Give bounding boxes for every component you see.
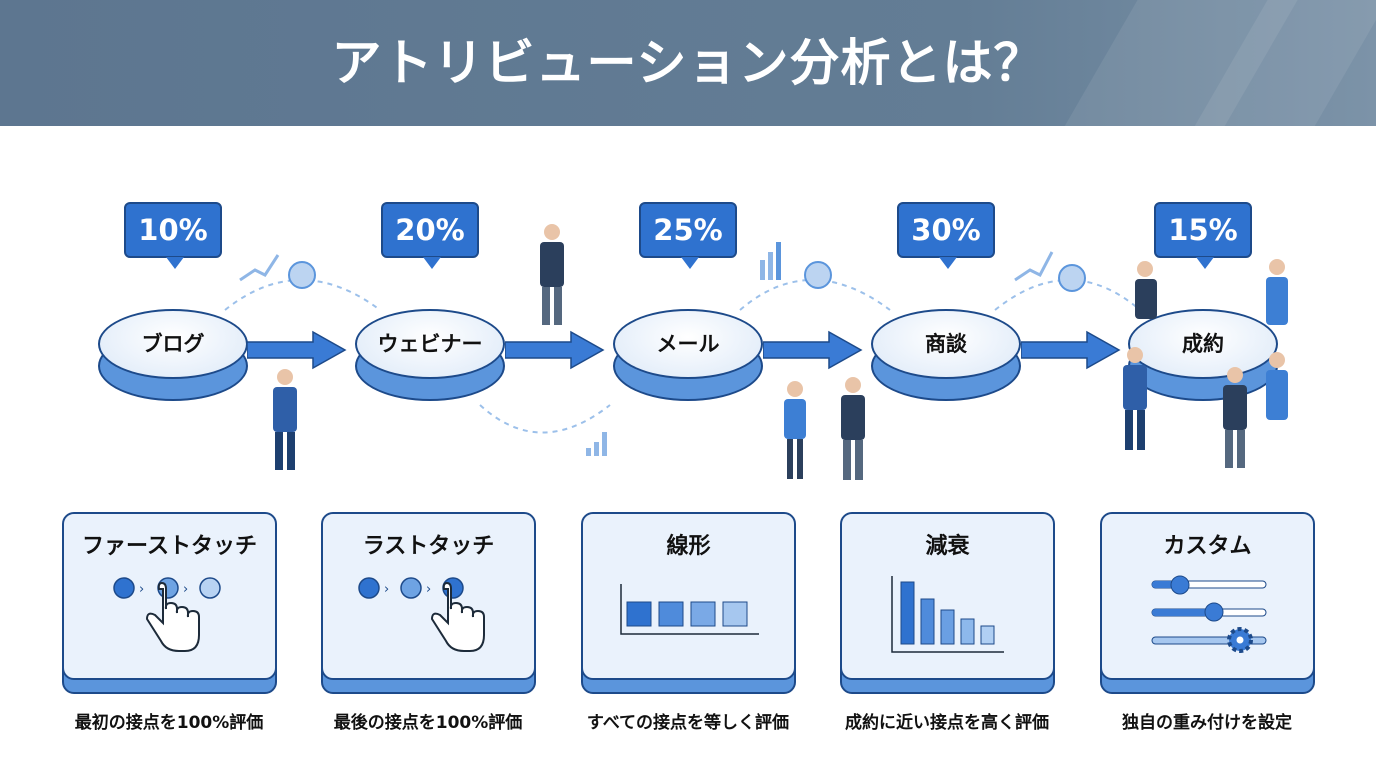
gear-icon: [1227, 627, 1253, 653]
model-caption: すべての接点を等しく評価: [586, 713, 790, 733]
businesspeople-figures: [784, 377, 865, 480]
touchpoint-webinar: ウェビナー: [355, 309, 505, 405]
flow-arrow-icon: [247, 330, 347, 370]
linear-bars-icon: [620, 584, 759, 635]
model-card-linear: 線形: [581, 512, 796, 694]
touchpoint-label: 商談: [871, 309, 1021, 379]
percent-bubble-email: 25%: [639, 202, 737, 269]
touchpoint-label: 成約: [1128, 309, 1278, 379]
percent-bubble-meeting: 30%: [897, 202, 995, 269]
flow-arrow-icon: [1021, 330, 1121, 370]
model-title: ファーストタッチ: [82, 534, 257, 559]
team-figures: [1123, 259, 1288, 468]
pie-chart-icon: [288, 261, 316, 289]
percent-bubble-blog: 10%: [124, 202, 222, 269]
touchpoint-label: メール: [613, 309, 763, 379]
header-banner: アトリビューション分析とは？: [0, 0, 1376, 126]
flow-arrow-icon: [505, 330, 605, 370]
touchpoint-deal: 成約: [1128, 309, 1278, 405]
model-card-last-touch: ラストタッチ › ›: [321, 512, 536, 694]
page-title: アトリビューション分析とは？: [331, 34, 1045, 92]
businessperson-figure: [540, 224, 564, 325]
touchpoint-email: メール: [613, 309, 763, 405]
svg-text:›: ›: [139, 582, 144, 597]
touchpoint-meeting: 商談: [871, 309, 1021, 405]
model-caption: 最後の接点を100%評価: [333, 713, 523, 733]
custom-sliders-icon: [1151, 575, 1267, 653]
model-card-custom: カスタム: [1100, 512, 1315, 694]
pie-chart-icon: [1058, 264, 1086, 292]
svg-text:›: ›: [183, 582, 188, 597]
decorative-flow-lines: [224, 242, 1141, 456]
model-caption: 最初の接点を100%評価: [74, 713, 264, 733]
model-title: 減衰: [925, 534, 970, 559]
model-caption: 成約に近い接点を高く評価: [845, 713, 1049, 733]
model-title: ラストタッチ: [362, 534, 495, 559]
percent-bubble-deal: 15%: [1154, 202, 1252, 269]
last-touch-icon: › ›: [358, 577, 485, 652]
first-touch-icon: › ›: [113, 577, 221, 652]
touchpoint-label: ウェビナー: [355, 309, 505, 379]
model-caption: 独自の重み付けを設定: [1122, 713, 1292, 733]
model-title: カスタム: [1163, 534, 1252, 559]
mini-chart-icon: [760, 242, 781, 280]
model-card-decay: 減衰: [840, 512, 1055, 694]
line-chart-icon: [239, 254, 280, 282]
line-chart-icon: [1014, 251, 1054, 282]
businessperson-figure: [273, 369, 297, 470]
model-card-first-touch: ファーストタッチ › ›: [62, 512, 277, 694]
flow-arrow-icon: [763, 330, 863, 370]
touchpoint-label: ブログ: [98, 309, 248, 379]
svg-text:›: ›: [426, 582, 431, 597]
svg-text:›: ›: [384, 582, 389, 597]
model-title: 線形: [666, 534, 711, 559]
pie-chart-icon: [804, 261, 832, 289]
percent-bubble-webinar: 20%: [381, 202, 479, 269]
touchpoint-blog: ブログ: [98, 309, 248, 405]
decay-bars-icon: [891, 576, 1004, 653]
